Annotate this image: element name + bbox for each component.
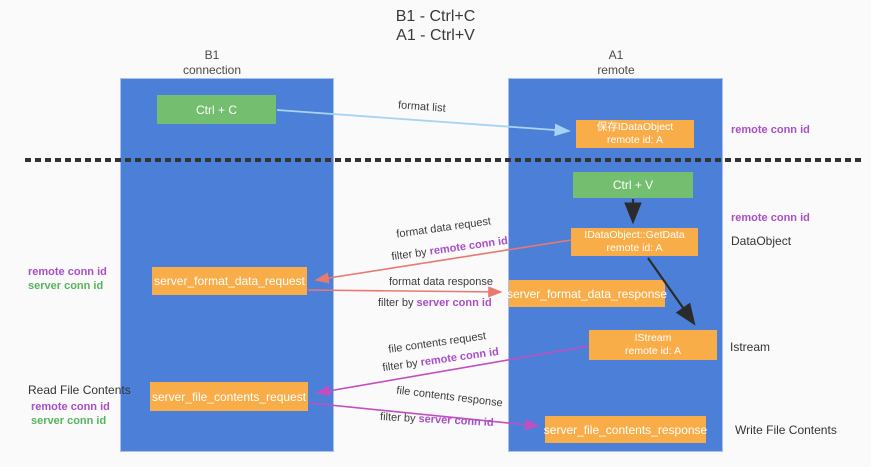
dataobject-annotation: DataObject bbox=[731, 234, 792, 248]
format-data-response-arrow bbox=[307, 286, 503, 298]
node-server-format-data-request: server_format_data_request bbox=[152, 267, 307, 295]
node-server-format-data-response: server_format_data_response bbox=[506, 280, 668, 307]
format-list-label: format list bbox=[397, 99, 447, 115]
ctrl-v-label: Ctrl + V bbox=[612, 178, 654, 192]
dashed-separator bbox=[25, 158, 862, 162]
file-request-label: server_file_contents_request bbox=[151, 389, 307, 404]
save-idataobject-line2: remote id: A bbox=[606, 134, 664, 146]
lane-a1-role: remote bbox=[597, 63, 635, 77]
filter-by-text-2: filter by bbox=[378, 297, 414, 309]
read-file-contents-annotation: Read File Contents bbox=[28, 383, 131, 397]
remote-conn-id-right-top: remote conn id bbox=[731, 124, 810, 136]
filter-by-text-4: filter by bbox=[379, 411, 416, 425]
node-istream: IStream remote id: A bbox=[589, 330, 717, 360]
title-line-1: B1 - Ctrl+C bbox=[395, 8, 476, 25]
format-response-label: server_format_data_response bbox=[506, 286, 668, 301]
lane-header-a1: A1 remote bbox=[556, 48, 676, 78]
server-conn-id-filter-4: server conn id bbox=[418, 413, 494, 429]
node-server-file-contents-response: server_file_contents_response bbox=[543, 416, 708, 443]
lane-b1-name: B1 bbox=[204, 48, 220, 62]
file-contents-response-label: file contents response bbox=[395, 384, 504, 410]
node-idataobject-getdata: IDataObject::GetData remote id: A bbox=[571, 228, 698, 256]
conn-id-pair-file: remote conn id server conn id bbox=[31, 400, 110, 428]
istream-line2: remote id: A bbox=[624, 345, 682, 357]
format-data-request-filter: filter byremote conn id bbox=[391, 235, 509, 263]
getdata-line1: IDataObject::GetData bbox=[584, 229, 685, 241]
lane-b1-role: connection bbox=[182, 63, 242, 77]
node-ctrl-c: Ctrl + C bbox=[157, 95, 276, 124]
server-conn-id-left-1: server conn id bbox=[28, 280, 104, 292]
format-request-label: server_format_data_request bbox=[154, 274, 305, 288]
remote-conn-id-right-mid: remote conn id bbox=[731, 212, 810, 224]
filter-by-text-1: filter by bbox=[390, 246, 428, 264]
server-conn-id-left-2: server conn id bbox=[31, 415, 107, 427]
server-conn-id-filter-2: server conn id bbox=[416, 297, 492, 309]
node-ctrl-v: Ctrl + V bbox=[573, 172, 693, 198]
istream-annotation: Istream bbox=[730, 340, 771, 354]
format-data-request-label: format data request bbox=[395, 215, 492, 241]
lane-header-b1: B1 connection bbox=[152, 48, 272, 78]
remote-conn-id-filter-1: remote conn id bbox=[428, 234, 509, 258]
getdata-line2: remote id: A bbox=[606, 242, 663, 254]
diagram-title: B1 - Ctrl+C A1 - Ctrl+V bbox=[0, 7, 871, 45]
node-server-file-contents-request: server_file_contents_request bbox=[150, 382, 308, 411]
write-file-contents-annotation: Write File Contents bbox=[735, 423, 837, 437]
remote-conn-id-left-1: remote conn id bbox=[28, 266, 107, 278]
title-line-2: A1 - Ctrl+V bbox=[396, 27, 475, 44]
save-idataobject-line1: 保存IDataObject bbox=[596, 121, 674, 133]
ctrl-c-label: Ctrl + C bbox=[195, 102, 237, 117]
file-response-label: server_file_contents_response bbox=[543, 422, 708, 437]
lane-a1-name: A1 bbox=[608, 48, 624, 62]
node-save-idataobject: 保存IDataObject remote id: A bbox=[576, 120, 694, 148]
conn-id-pair-format: remote conn id server conn id bbox=[28, 265, 107, 293]
filter-by-text-3: filter by bbox=[381, 357, 419, 375]
format-data-response-label: format data response bbox=[389, 276, 493, 288]
istream-line1: IStream bbox=[634, 332, 672, 344]
remote-conn-id-left-2: remote conn id bbox=[31, 401, 110, 413]
